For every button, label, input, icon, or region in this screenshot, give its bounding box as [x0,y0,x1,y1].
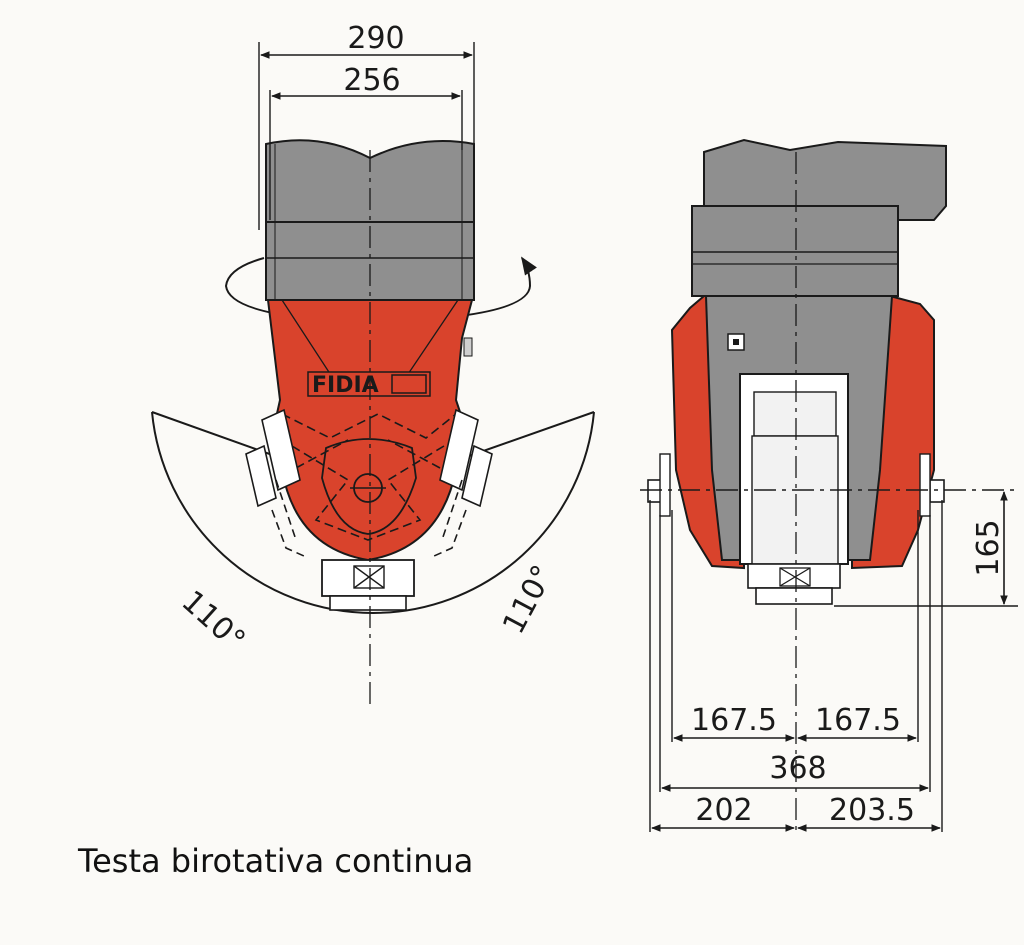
side-view: 165 167.5 167.5 368 202 203.5 [640,138,1018,834]
tilted-head-right [433,408,493,557]
dim-inner-label: 256 [343,63,400,98]
front-view: FIDIA [151,21,595,710]
fidia-logo: FIDIA [312,373,379,398]
dim-bottom-left-label: 202 [695,793,752,828]
fidia-logo-plate [307,371,431,397]
dim-left-half-label: 167.5 [691,703,777,738]
angle-right-label: 110° [496,560,561,640]
fork-outline [321,438,417,535]
tilted-head-left [245,408,305,557]
caption: Testa birotativa continua [78,842,474,880]
dim-bottom-right-label: 203.5 [829,793,915,828]
dim-right-half-label: 167.5 [815,703,901,738]
swing-limit-left [151,411,293,463]
dim-height-label: 165 [971,519,1006,576]
dim-outer-label: 290 [347,21,404,56]
dim-total-label: 368 [769,751,826,786]
pivot-right [929,479,945,503]
angle-left-label: 110° [175,584,252,658]
side-housing-collar [691,205,899,297]
swing-arc [151,411,595,614]
